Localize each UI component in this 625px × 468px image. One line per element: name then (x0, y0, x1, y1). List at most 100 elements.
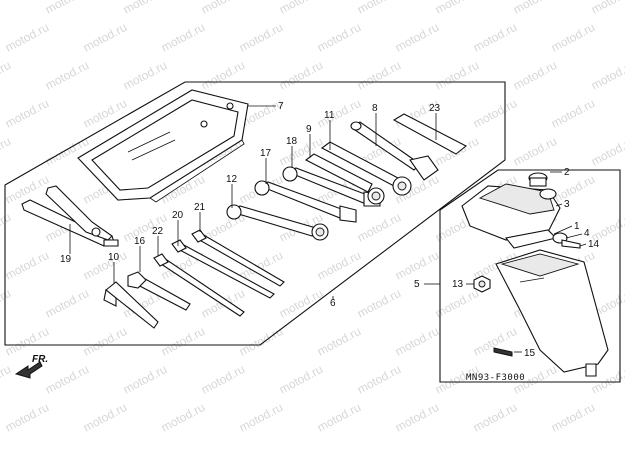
bolt-14 (561, 239, 581, 249)
spark-plug-wrench (350, 121, 439, 181)
watermark-text: motod.ru (355, 0, 403, 17)
watermark-text: motod.ru (549, 400, 597, 435)
watermark-text: motod.ru (511, 134, 559, 169)
callout-12: 12 (226, 174, 238, 185)
wrench-17 (254, 180, 357, 223)
watermark-text: motod.ru (199, 58, 247, 93)
handle-bar (392, 113, 468, 155)
wrench-9 (304, 153, 385, 205)
callout-13: 13 (452, 279, 464, 290)
nut-13 (473, 275, 491, 293)
watermark-text: motod.ru (0, 134, 13, 169)
watermark-text: motod.ru (589, 58, 625, 93)
watermark-text: motod.ru (159, 324, 207, 359)
wrench-12 (226, 204, 329, 241)
watermark-text: motod.ru (81, 96, 129, 131)
watermark-text: motod.ru (3, 96, 51, 131)
pliers (21, 185, 119, 247)
watermark-text: motod.ru (549, 96, 597, 131)
direction-label: FR. (32, 354, 48, 365)
watermark-text: motod.ru (471, 96, 519, 131)
watermark-text: motod.ru (277, 286, 325, 321)
watermark-text: motod.ru (237, 20, 285, 55)
watermark-text: motod.ru (237, 324, 285, 359)
filler-cap (528, 172, 548, 187)
watermark-text: motod.ru (277, 362, 325, 397)
callout-19: 19 (60, 254, 72, 265)
screwdriver-21 (191, 229, 285, 287)
watermark-text: motod.ru (121, 58, 169, 93)
watermark-text: motod.ru (81, 20, 129, 55)
wrench-16 (127, 271, 191, 311)
watermark-text: motod.ru (315, 20, 363, 55)
callout-15: 15 (524, 348, 536, 359)
reservoir-outline (439, 169, 621, 383)
watermark-text: motod.ru (43, 362, 91, 397)
callout-7: 7 (278, 101, 284, 112)
watermark-text: motod.ru (237, 400, 285, 435)
watermark-text: motod.ru (3, 248, 51, 283)
callout-5: 5 (414, 279, 420, 290)
watermark-text: motod.ru (277, 0, 325, 17)
callout-8: 8 (372, 103, 378, 114)
callout-16: 16 (134, 236, 146, 247)
watermark-text: motod.ru (43, 286, 91, 321)
callout-17: 17 (260, 148, 272, 159)
wrench-11 (320, 141, 412, 196)
diagram-code: MN93-F3000 (466, 373, 525, 383)
watermark-text: motod.ru (81, 400, 129, 435)
watermark-text: motod.ru (393, 324, 441, 359)
tool-bag (77, 89, 249, 203)
screwdriver-20 (171, 239, 275, 299)
watermark-text: motod.ru (199, 0, 247, 17)
front-direction-arrow (14, 361, 43, 379)
callout-1: 1 (574, 221, 580, 232)
watermark-text: motod.ru (355, 362, 403, 397)
watermark-text: motod.ru (121, 362, 169, 397)
callout-6: 6 (330, 298, 336, 309)
watermark-text: motod.ru (355, 286, 403, 321)
watermark-text: motod.ru (471, 20, 519, 55)
watermark-text: motod.ru (3, 20, 51, 55)
screwdriver-22 (153, 253, 245, 317)
watermark-text: motod.ru (159, 400, 207, 435)
watermark-text: motod.ru (315, 248, 363, 283)
callout-22: 22 (152, 226, 164, 237)
callout-23: 23 (429, 103, 441, 114)
callout-10: 10 (108, 252, 120, 263)
watermark-text: motod.ru (0, 210, 13, 245)
callout-11: 11 (324, 110, 335, 121)
callout-20: 20 (172, 210, 184, 221)
watermark-text: motod.ru (393, 400, 441, 435)
watermark-text: motod.ru (549, 20, 597, 55)
callout-4: 4 (584, 228, 590, 239)
reservoir-tank (495, 249, 609, 377)
watermark-text: motod.ru (121, 0, 169, 17)
watermark-text: motod.ru (0, 58, 13, 93)
watermark-text: motod.ru (3, 400, 51, 435)
watermark-text: motod.ru (159, 20, 207, 55)
watermark-text: motod.ru (199, 362, 247, 397)
watermark-text: motod.ru (433, 58, 481, 93)
tool-kit-outline (4, 81, 506, 346)
callout-9: 9 (306, 124, 312, 135)
watermark-text: motod.ru (0, 0, 13, 17)
watermark-text: motod.ru (511, 0, 559, 17)
watermark-text: motod.ru (315, 324, 363, 359)
watermark-text: motod.ru (589, 134, 625, 169)
watermark-text: motod.ru (355, 210, 403, 245)
screw-15 (493, 347, 513, 357)
watermark-text: motod.ru (43, 0, 91, 17)
watermark-text: motod.ru (393, 20, 441, 55)
callout-18: 18 (286, 136, 298, 147)
callout-3: 3 (564, 199, 570, 210)
watermark-text: motod.ru (393, 248, 441, 283)
watermark-text: motod.ru (589, 0, 625, 17)
watermark-text: motod.ru (511, 58, 559, 93)
reservoir-cap (461, 183, 561, 241)
callout-labels: 7 8 23 11 9 18 17 12 21 20 22 16 10 19 6… (60, 101, 600, 359)
watermark-text: motod.ru (0, 362, 13, 397)
watermark-text: motod.ru (43, 58, 91, 93)
